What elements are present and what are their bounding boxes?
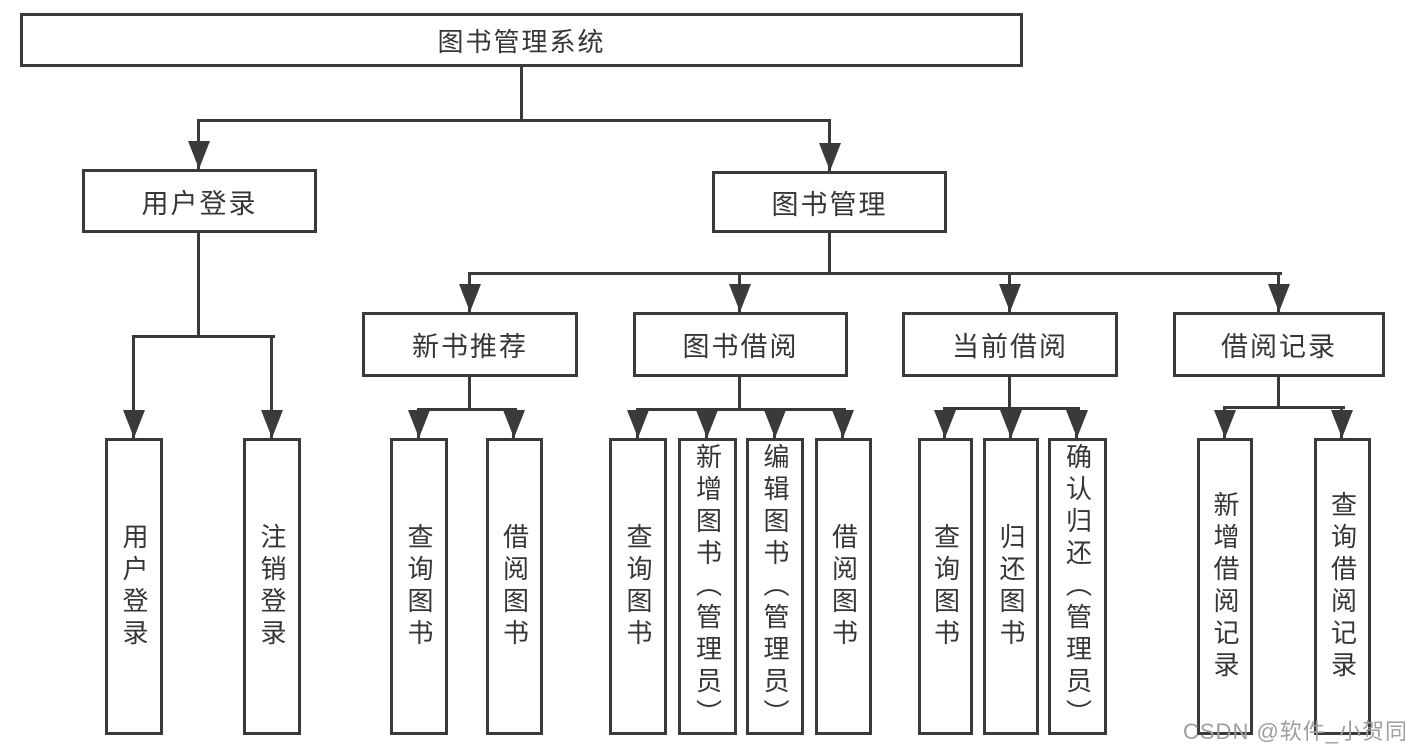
connector-user-login-stem bbox=[197, 230, 200, 335]
leaf-query-book-current-label: 查询图书 bbox=[930, 522, 961, 651]
connector-book-mgmt-stem bbox=[828, 230, 831, 275]
arrowhead-down-icon bbox=[696, 410, 718, 438]
leaf-confirm-return-admin: 确认归还（管理员） bbox=[1048, 438, 1107, 735]
arrowhead-down-icon bbox=[188, 141, 210, 169]
node-new-book-rec-label: 新书推荐 bbox=[412, 332, 528, 362]
arrowhead-down-icon bbox=[261, 410, 283, 438]
leaf-return-book: 归还图书 bbox=[983, 438, 1039, 735]
connector-to-leaf-user-login bbox=[132, 335, 135, 438]
arrowhead-down-icon bbox=[764, 410, 786, 438]
leaf-query-book-current: 查询图书 bbox=[918, 438, 973, 735]
leaf-add-book-admin-label: 新增图书（管理员） bbox=[692, 442, 723, 731]
connector-new-book-rec-horizontal bbox=[417, 408, 517, 411]
leaf-logout: 注销登录 bbox=[243, 438, 301, 735]
leaf-add-book-admin: 新增图书（管理员） bbox=[678, 438, 737, 735]
node-current-borrow: 当前借阅 bbox=[902, 312, 1118, 377]
arrowhead-down-icon bbox=[729, 284, 751, 312]
node-book-mgmt: 图书管理 bbox=[712, 171, 947, 233]
connector-new-book-rec-stem bbox=[468, 374, 471, 410]
arrowhead-down-icon bbox=[832, 410, 854, 438]
arrowhead-down-icon bbox=[1268, 284, 1290, 312]
node-new-book-rec: 新书推荐 bbox=[362, 312, 578, 377]
node-book-mgmt-label: 图书管理 bbox=[771, 189, 888, 220]
node-book-borrow: 图书借阅 bbox=[633, 312, 848, 377]
arrowhead-down-icon bbox=[934, 410, 956, 438]
connector-root-horizontal bbox=[197, 119, 831, 122]
arrowhead-down-icon bbox=[1331, 410, 1353, 438]
leaf-confirm-return-admin-label: 确认归还（管理员） bbox=[1062, 442, 1093, 731]
leaf-query-borrow-record-label: 查询借阅记录 bbox=[1327, 490, 1358, 683]
leaf-query-book-borrow-label: 查询图书 bbox=[623, 522, 653, 651]
connector-to-leaf-logout bbox=[270, 335, 273, 438]
connector-user-login-horizontal bbox=[132, 335, 275, 338]
leaf-borrow-book-label: 借阅图书 bbox=[828, 522, 859, 651]
connector-borrow-records-horizontal bbox=[1223, 406, 1345, 409]
leaf-return-book-label: 归还图书 bbox=[996, 522, 1026, 651]
arrowhead-down-icon bbox=[1000, 410, 1022, 438]
arrowhead-down-icon bbox=[819, 143, 841, 171]
node-user-login-label: 用户登录 bbox=[141, 188, 258, 219]
node-borrow-records-label: 借阅记录 bbox=[1221, 332, 1337, 362]
leaf-borrow-book-rec: 借阅图书 bbox=[486, 438, 543, 735]
node-book-borrow-label: 图书借阅 bbox=[682, 332, 799, 362]
connector-book-borrow-stem bbox=[738, 374, 741, 410]
arrowhead-down-icon bbox=[627, 410, 649, 438]
leaf-query-book-borrow: 查询图书 bbox=[609, 438, 667, 735]
node-current-borrow-label: 当前借阅 bbox=[952, 332, 1068, 362]
watermark: CSDN @软件_小贺同学 bbox=[1183, 719, 1405, 744]
connector-borrow-records-stem bbox=[1277, 374, 1280, 408]
node-root: 图书管理系统 bbox=[20, 13, 1023, 67]
leaf-user-login-label: 用户登录 bbox=[119, 522, 149, 651]
node-user-login: 用户登录 bbox=[82, 169, 317, 233]
connector-book-borrow-horizontal bbox=[636, 408, 846, 411]
leaf-user-login: 用户登录 bbox=[105, 438, 163, 735]
leaf-add-borrow-record-label: 新增借阅记录 bbox=[1210, 490, 1240, 683]
leaf-query-borrow-record: 查询借阅记录 bbox=[1314, 438, 1371, 735]
leaf-edit-book-admin-label: 编辑图书（管理员） bbox=[760, 442, 790, 731]
node-root-label: 图书管理系统 bbox=[437, 26, 606, 57]
leaf-borrow-book: 借阅图书 bbox=[815, 438, 872, 735]
leaf-logout-label: 注销登录 bbox=[257, 522, 287, 651]
connector-book-mgmt-horizontal bbox=[468, 272, 1282, 275]
arrowhead-down-icon bbox=[408, 410, 430, 438]
node-borrow-records: 借阅记录 bbox=[1173, 312, 1385, 377]
arrowhead-down-icon bbox=[459, 284, 481, 312]
leaf-query-book-rec-label: 查询图书 bbox=[404, 522, 434, 651]
leaf-borrow-book-rec-label: 借阅图书 bbox=[499, 522, 530, 651]
leaf-edit-book-admin: 编辑图书（管理员） bbox=[746, 438, 804, 735]
arrowhead-down-icon bbox=[123, 410, 145, 438]
leaf-add-borrow-record: 新增借阅记录 bbox=[1197, 438, 1253, 735]
arrowhead-down-icon bbox=[999, 284, 1021, 312]
connector-current-borrow-stem bbox=[1008, 374, 1011, 409]
leaf-query-book-rec: 查询图书 bbox=[390, 438, 448, 735]
arrowhead-down-icon bbox=[1214, 410, 1236, 438]
arrowhead-down-icon bbox=[1066, 410, 1088, 438]
arrowhead-down-icon bbox=[503, 410, 525, 438]
connector-root-stem bbox=[520, 64, 523, 119]
